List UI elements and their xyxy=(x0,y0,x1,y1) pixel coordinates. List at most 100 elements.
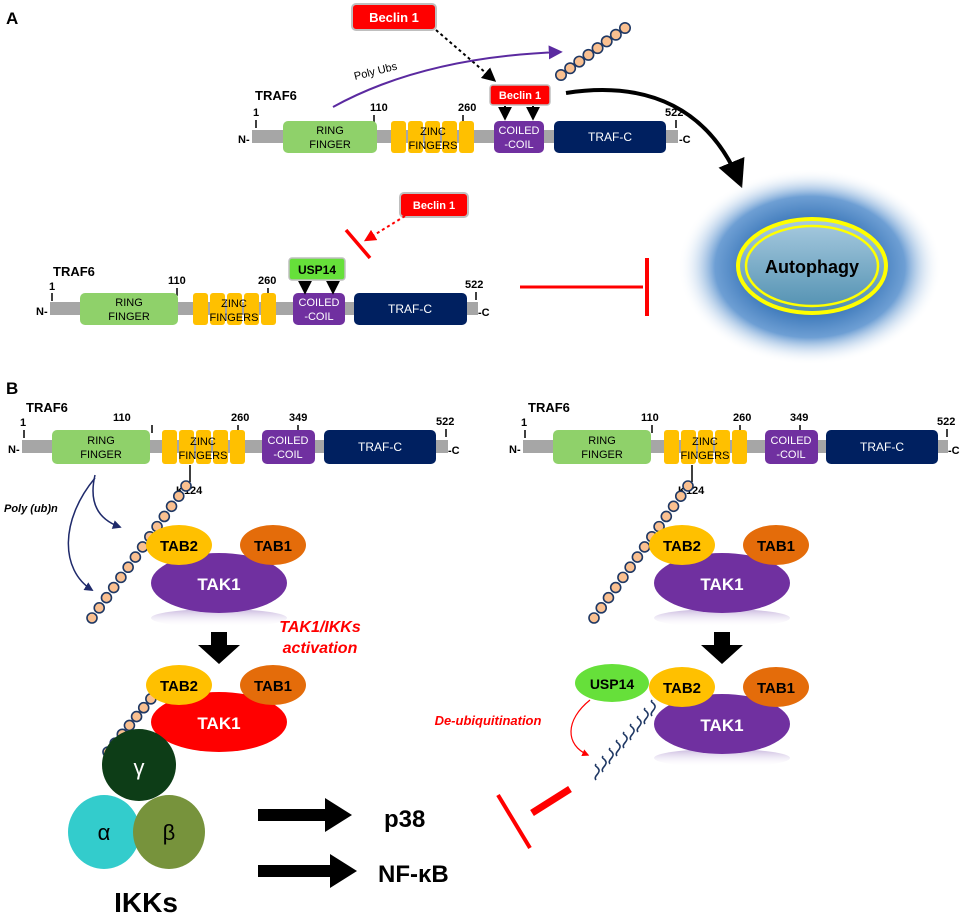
tak1-complex-left: TAK1 TAB2 TAB1 xyxy=(146,525,306,627)
p38-label: p38 xyxy=(384,806,425,833)
tak1-label: TAK1 xyxy=(700,716,743,735)
beclin1-blocked-label: Beclin 1 xyxy=(413,200,455,212)
tak1-label: TAK1 xyxy=(700,575,743,594)
autophagy-inhibition xyxy=(520,258,649,316)
poly-ubn-label: Poly (ub)n xyxy=(4,503,58,515)
pos-110: 110 xyxy=(641,412,659,424)
pos-1: 1 xyxy=(20,417,26,429)
ubiquitin-bead xyxy=(180,480,192,492)
zinc-label-2: FINGERS xyxy=(409,140,458,152)
zinc-label-1: ZINC xyxy=(692,436,718,448)
coil-label-1: COILED xyxy=(268,435,309,447)
ubiquitin-bead xyxy=(573,55,586,68)
ubiquitin-bead xyxy=(130,710,143,723)
poly-ubs-arrow xyxy=(332,45,563,108)
ubiquitin-bead xyxy=(682,480,694,492)
n-terminus: N- xyxy=(36,306,48,318)
tab1-label: TAB1 xyxy=(757,538,795,555)
beclin1-box-blocked: Beclin 1 xyxy=(399,192,469,218)
panel-a-label: A xyxy=(6,9,18,28)
tak1-complex-deubiquitinated: TAK1 TAB2 TAB1 USP14 xyxy=(575,664,809,767)
ikks-label: IKKs xyxy=(114,887,178,918)
pos-349: 349 xyxy=(289,412,307,424)
traf6-structure-b-right: TRAF6 1 110 260 349 522 N- -C RING FINGE… xyxy=(509,400,960,497)
ikk-complex: γ α β IKKs xyxy=(68,729,205,918)
n-terminus: N- xyxy=(8,444,20,456)
zinc-label-1: ZINC xyxy=(221,298,247,310)
ring-label-2: FINGER xyxy=(108,311,150,323)
beclin1-bound-label: Beclin 1 xyxy=(499,90,541,102)
released-ubiquitin xyxy=(594,699,656,781)
coiled-coil-domain xyxy=(293,293,345,325)
ring-label-2: FINGER xyxy=(80,449,122,461)
ubiquitin-bead xyxy=(564,62,577,75)
panel-b-label: B xyxy=(6,379,18,398)
ubiquitin-bead xyxy=(582,48,595,61)
ubiquitin-bead xyxy=(123,719,136,732)
ring-label-1: RING xyxy=(87,435,115,447)
poly-ubs-label: Poly Ubs xyxy=(353,60,399,82)
ubiquitin-bead xyxy=(93,602,106,614)
ubiquitin-bead xyxy=(172,490,185,502)
released-ubiquitin-squiggle xyxy=(622,731,628,749)
ubiquitin-bead xyxy=(137,701,150,714)
tak1-label: TAK1 xyxy=(197,575,240,594)
pos-260: 260 xyxy=(458,102,476,114)
traf6-name: TRAF6 xyxy=(255,88,297,103)
ubiquitin-bead xyxy=(100,591,113,604)
pos-260: 260 xyxy=(231,412,249,424)
autophagy-node: Autophagy xyxy=(678,169,942,365)
ubiquitin-bead xyxy=(617,571,629,584)
released-ubiquitin-squiggle xyxy=(650,699,656,717)
usp14-label: USP14 xyxy=(590,676,635,692)
deubiquitination-label: De-ubiquitination xyxy=(435,713,542,728)
ikk-gamma-label: γ xyxy=(134,755,145,780)
pos-260: 260 xyxy=(733,412,751,424)
ubiquitin-bead xyxy=(591,42,604,55)
tab1-node xyxy=(743,525,809,565)
zinc-fingers-domain xyxy=(162,430,245,464)
ubiquitin-bead xyxy=(158,510,171,523)
beclin1-box-top: Beclin 1 xyxy=(351,3,437,31)
zinc-label-1: ZINC xyxy=(190,436,216,448)
ring-finger-domain xyxy=(52,430,150,464)
coil-label-2: -COIL xyxy=(776,449,805,461)
zinc-label-1: ZINC xyxy=(420,126,446,138)
nfkb-arrow xyxy=(258,854,357,888)
ubiquitin-chain-b-left xyxy=(86,480,192,624)
beclin1-label: Beclin 1 xyxy=(369,10,419,25)
traf6-structure-b-left: TRAF6 1 110 260 349 522 N- -C RING FINGE… xyxy=(8,400,460,497)
tak1-node xyxy=(151,553,287,613)
tab2-node xyxy=(649,667,715,707)
released-ubiquitin-squiggle xyxy=(594,763,600,781)
traf-c-label: TRAF-C xyxy=(588,130,632,144)
pos-110: 110 xyxy=(168,275,186,287)
traf-c-label: TRAF-C xyxy=(388,302,432,316)
coil-label-2: -COIL xyxy=(273,449,302,461)
ubiquitin-bead xyxy=(115,571,127,584)
ubiquitin-bead xyxy=(86,612,98,624)
pos-1: 1 xyxy=(49,281,55,293)
ikk-gamma-node xyxy=(102,729,176,801)
tab1-node xyxy=(743,667,809,707)
c-terminus: -C xyxy=(679,134,691,146)
pos-522: 522 xyxy=(937,416,955,428)
released-ubiquitin-squiggle xyxy=(615,739,621,757)
zinc-fingers-domain xyxy=(664,430,747,464)
zinc-label-2: FINGERS xyxy=(681,450,730,462)
ubiquitin-bead xyxy=(609,28,622,41)
down-arrow-right xyxy=(701,632,743,664)
coiled-coil-domain xyxy=(765,430,818,464)
tak1-complex-right: TAK1 TAB2 TAB1 xyxy=(649,525,809,627)
beclin1-binding-dotted-arrow xyxy=(435,29,497,82)
tab2-node xyxy=(649,525,715,565)
poly-ubn-arrow-2 xyxy=(67,477,96,591)
tab1-node xyxy=(240,525,306,565)
c-terminus: -C xyxy=(448,445,460,457)
ikk-alpha-label: α xyxy=(98,820,111,845)
traf6-name: TRAF6 xyxy=(53,264,95,279)
beclin1-blocked-dotted-arrow xyxy=(363,215,406,242)
ring-label-1: RING xyxy=(115,297,143,309)
pos-522: 522 xyxy=(465,279,483,291)
